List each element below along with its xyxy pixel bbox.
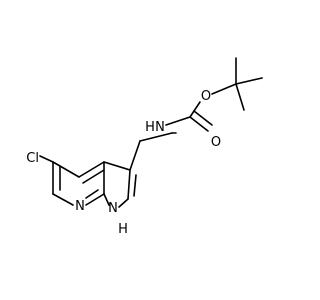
- bond-c4a-c3: [103, 161, 131, 171]
- bond-carbonyl-double-o-inner: [193, 110, 213, 126]
- bond-c3-c2: [127, 169, 131, 200]
- bond-c7a-n7: [85, 193, 105, 206]
- ester-oxygen-label: O: [201, 89, 211, 104]
- bond-o-ester-tbu-c: [211, 83, 237, 95]
- bond-c2-n1: [118, 198, 129, 208]
- bond-carbonyl-c-o-ester: [189, 101, 201, 118]
- atom-labels: Cl N N H H N O O: [26, 89, 221, 237]
- carbonyl-oxygen-label: O: [211, 135, 221, 150]
- carbamate-nitrogen-n-label: N: [155, 120, 165, 135]
- bond-c7a-n7-inner: [85, 189, 99, 199]
- bond-c4-c4a-inner: [82, 169, 105, 184]
- bond-carbonyl-double-o: [189, 116, 209, 132]
- bond-nh-carbonyl-c: [165, 116, 191, 126]
- carbamate-nitrogen-h-label: H: [145, 120, 155, 135]
- bond-c3-c2-inner: [133, 174, 137, 197]
- bond-c4-c4a: [78, 161, 105, 178]
- chemical-structure: Cl N N H H N O O: [26, 57, 263, 237]
- bond-c5-c4: [52, 161, 80, 178]
- bond-c5-cl: [39, 155, 54, 163]
- ethyl-linker: [129, 132, 177, 171]
- pyrrole-nitrogen-n-label: N: [108, 201, 118, 216]
- pyrrole-ring: [103, 161, 137, 208]
- bond-ch2a-ch2b: [139, 132, 173, 142]
- bond-tbu-methyl-right: [235, 77, 263, 85]
- bond-n7-c6: [52, 193, 74, 206]
- bond-c3-ch2a: [129, 140, 141, 171]
- bond-n1-c7a: [103, 193, 110, 206]
- pyridine-ring: [52, 161, 105, 206]
- pyrrole-nitrogen-h-label: H: [118, 222, 128, 237]
- chlorine-label: Cl: [26, 151, 39, 166]
- bond-tbu-methyl-down: [235, 83, 245, 111]
- pyridine-nitrogen-label: N: [75, 199, 85, 214]
- boc-group: [165, 57, 263, 132]
